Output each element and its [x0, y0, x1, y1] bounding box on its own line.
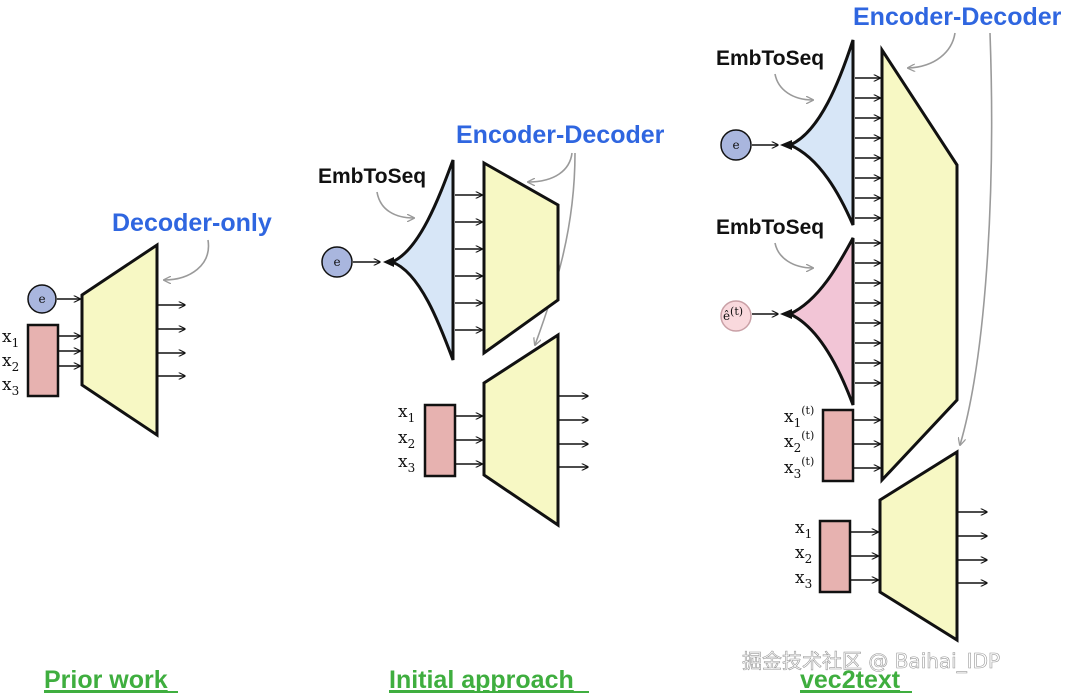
- input-token-x2: x2: [398, 428, 415, 451]
- embedding-node-e: [321, 246, 353, 278]
- embtoseq-shape-bottom: [786, 237, 855, 406]
- input-tokens-box: [26, 323, 60, 398]
- input-tokens-box: [423, 403, 457, 478]
- embtoseq-callout-arrow: [376, 191, 414, 218]
- decoder-callout-arrow: [960, 32, 993, 445]
- encoder-callout-arrow: [908, 32, 956, 68]
- decoder-only-callout-arrow: [164, 239, 210, 280]
- encoder-decoder-label: Encoder-Decoder: [456, 121, 665, 149]
- caption-initial-approach: Initial approach: [389, 666, 574, 694]
- input-token-x2: x2: [795, 543, 812, 566]
- embtoseq-tip: [383, 257, 394, 267]
- caption-vec2text: vec2text: [800, 666, 901, 694]
- embedding-node-e: [27, 284, 57, 314]
- embedding-node-label: e: [732, 138, 739, 152]
- hypothesis-embedding-label: ê(t): [723, 305, 743, 323]
- panel-initial-approach: EmbToSeq Encoder-Decoder e x1 x2 x3 Init…: [318, 121, 665, 694]
- input-token-x3: x3: [795, 568, 812, 591]
- input-token-x1: x1: [398, 402, 415, 425]
- embtoseq-tip: [780, 309, 792, 319]
- embtoseq-tip: [780, 140, 792, 150]
- input-token-x3: x3: [2, 375, 19, 398]
- input-token-x1: x1: [2, 327, 19, 350]
- encoder-decoder-label: Encoder-Decoder: [853, 3, 1062, 31]
- embtoseq-bottom-callout-arrow: [774, 242, 813, 268]
- hypothesis-token-x3: x3(t): [784, 455, 814, 481]
- embedding-node-label: e: [333, 255, 340, 269]
- input-token-x2: x2: [2, 351, 19, 374]
- decoder-only-label: Decoder-only: [112, 209, 272, 237]
- embtoseq-label: EmbToSeq: [318, 165, 426, 188]
- input-tokens-box: [818, 519, 852, 594]
- hypothesis-token-x1: x1(t): [784, 404, 814, 430]
- decoder-callout-arrow: [535, 152, 576, 345]
- embtoseq-top-callout-arrow: [774, 73, 813, 100]
- input-token-x1: x1: [795, 518, 812, 541]
- embtoseq-label-top: EmbToSeq: [716, 47, 824, 70]
- input-token-x3: x3: [398, 452, 415, 475]
- decoder-trapezoid: [80, 242, 159, 438]
- caption-prior-work: Prior work: [44, 666, 168, 694]
- decoder-trapezoid: [482, 332, 560, 528]
- encoder-trapezoid: [880, 44, 959, 484]
- embtoseq-label-bottom: EmbToSeq: [716, 216, 824, 239]
- panel-prior-work: Decoder-only e x1 x2 x3 Prior work: [2, 209, 272, 694]
- hypothesis-embedding-node: [720, 300, 752, 332]
- decoder-trapezoid: [878, 449, 959, 643]
- embtoseq-shape-top: [786, 39, 855, 226]
- encoder-callout-arrow: [528, 152, 573, 182]
- hypothesis-tokens-box: [821, 408, 855, 483]
- embtoseq-shape: [387, 159, 455, 361]
- embedding-node-e: [720, 129, 752, 161]
- encoder-trapezoid: [482, 160, 560, 356]
- hypothesis-token-x2: x2(t): [784, 429, 814, 455]
- embedding-node-label: e: [38, 292, 45, 306]
- watermark-text: 掘金技术社区 @ Baihai_IDP: [742, 649, 1000, 673]
- panel-vec2text: Encoder-Decoder EmbToSeq EmbToSeq e ê(t): [716, 3, 1062, 694]
